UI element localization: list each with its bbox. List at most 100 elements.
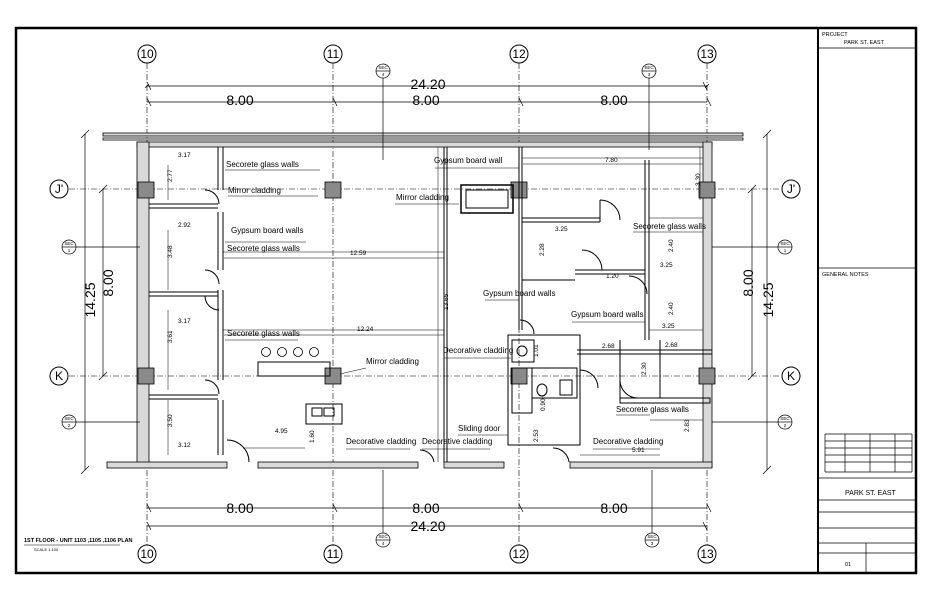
dim-2-68-b: 2.68 (665, 342, 678, 349)
dim-2-40-b: 2.40 (668, 302, 675, 315)
dim-left-span: 8.00 (100, 269, 116, 296)
section-sec-left-1: SEC (64, 241, 74, 246)
label-gypsum-board-top: Gypsum board wall (434, 156, 503, 165)
dim-span-bottom-2: 8.00 (412, 500, 439, 516)
section-sec-bottom-left: SEC (378, 534, 388, 539)
title-block-project-label: PROJECT (822, 32, 848, 38)
dim-span-bottom-1: 8.00 (226, 500, 253, 516)
label-decorative-cladding-1: Decorative cladding (443, 346, 513, 355)
dim-1-60: 1.60 (309, 430, 316, 443)
grid-label-top-10: 10 (140, 47, 154, 61)
section-sec-left-2: SEC (64, 416, 74, 421)
dim-total-top: 24.20 (410, 76, 445, 92)
grid-label-bottom-12: 12 (512, 547, 526, 561)
grid-label-right-K: K (787, 369, 795, 383)
dim-2-92: 2.92 (178, 222, 191, 229)
plan-title: 1ST FLOOR - UNIT 1103 ,1105 ,1106 PLAN (24, 538, 133, 544)
label-mirror-cladding-2: Mirror cladding (396, 193, 449, 202)
label-secorete-glass-1: Secorete glass walls (226, 160, 299, 169)
section-num-bottom-right: 3 (651, 541, 654, 546)
dim-left-total: 14.25 (82, 282, 98, 317)
section-num-right-2: 2 (784, 423, 787, 428)
section-markers (61, 63, 793, 548)
label-decorative-cladding-3: Decorative cladding (422, 437, 492, 446)
dim-3-17-b: 3.17 (178, 318, 191, 325)
section-sec-right-2: SEC (780, 416, 790, 421)
dim-2-40-a: 2.40 (668, 239, 675, 252)
dim-3-25-b: 3.25 (660, 262, 673, 269)
label-mirror-cladding-1: Mirror cladding (228, 186, 281, 195)
dim-3-61: 3.61 (167, 330, 174, 343)
exterior-walls (102, 132, 744, 469)
label-secorete-glass-right: Secorete glass walls (633, 222, 706, 231)
dim-12-59: 12.59 (350, 250, 367, 257)
section-num-left-2: 2 (68, 423, 71, 428)
dim-2-28: 2.28 (539, 243, 546, 256)
section-sec-right-1: SEC (780, 241, 790, 246)
dim-3-25-a: 3.25 (555, 226, 568, 233)
grid-label-bottom-11: 11 (327, 547, 340, 561)
label-decorative-cladding-4: Decorative cladding (593, 437, 663, 446)
section-num-right-1: 1 (784, 248, 787, 253)
dim-2-77: 2.77 (167, 169, 174, 182)
dim-span-top-3: 8.00 (600, 92, 627, 108)
dim-0-90: 0.90 (540, 398, 547, 411)
dim-span-bottom-3: 8.00 (600, 500, 627, 516)
grid-label-right-J: J' (787, 182, 795, 196)
dim-3-12: 3.12 (178, 442, 191, 449)
dim-13-65: 13.65 (443, 293, 450, 310)
dim-span-top-1: 8.00 (226, 92, 253, 108)
glass-wall-lines (223, 157, 703, 421)
dim-total-bottom: 24.20 (410, 518, 445, 534)
dim-2-68-a: 2.68 (602, 343, 615, 350)
label-secorete-glass-4: Secorete glass walls (616, 405, 689, 414)
label-sliding-door: Sliding door (458, 424, 501, 433)
grid-label-bottom-13: 13 (700, 547, 714, 561)
title-block-sheet-no: 01 (845, 562, 851, 568)
dim-5-91: 5.91 (632, 447, 645, 454)
plan-scale: SCALE 1:100 (34, 547, 59, 552)
grid-label-top-12: 12 (512, 47, 526, 61)
section-num-bottom-left: 4 (382, 541, 385, 546)
dim-7-80: 7.80 (605, 157, 618, 164)
label-secorete-glass-3: Secorete glass walls (227, 329, 300, 338)
dim-3-30: 3.30 (695, 173, 702, 186)
title-block-notes-label: GENERAL NOTES (822, 272, 869, 278)
section-num-left-1: 1 (68, 248, 71, 253)
label-mirror-cladding-3: Mirror cladding (366, 357, 419, 366)
sheet-border (14, 26, 918, 575)
label-gypsum-board-left: Gypsum board walls (231, 226, 303, 235)
grid-label-bottom-10: 10 (140, 547, 154, 561)
dimensions-top (147, 81, 712, 107)
label-secorete-glass-2: Secorete glass walls (227, 244, 300, 253)
section-sec-top-right: SEC (644, 65, 654, 70)
dimensions-left (80, 129, 108, 475)
grid-label-top-13: 13 (700, 47, 714, 61)
meeting-chairs (261, 347, 319, 357)
dim-1-20: 1.20 (606, 273, 619, 280)
dim-2-83: 2.83 (684, 419, 691, 432)
dimensions-right (747, 129, 772, 475)
dim-right-total: 14.25 (760, 282, 776, 317)
label-decorative-cladding-2: Decorative cladding (346, 437, 416, 446)
dim-span-top-2: 8.00 (412, 92, 439, 108)
dim-3-25-c: 3.25 (662, 323, 675, 330)
section-num-top-right: 3 (648, 72, 651, 77)
structural-columns (137, 181, 716, 385)
title-block-project-name: PARK ST. EAST (844, 40, 885, 46)
dim-right-span: 8.00 (740, 269, 756, 296)
leader-lines (225, 167, 703, 450)
dim-2-53: 2.53 (533, 429, 540, 442)
dimensions-bottom (146, 503, 712, 531)
dim-3-48: 3.48 (167, 245, 174, 258)
title-block (818, 47, 916, 573)
dim-3-17-a: 3.17 (178, 152, 191, 159)
grid-label-left-J: J' (55, 182, 63, 196)
grid-label-left-K: K (55, 369, 63, 383)
section-sec-top-left: SEC (378, 65, 388, 70)
interior-dim-lines (167, 147, 703, 462)
interior-walls (149, 147, 712, 463)
grid-label-top-11: 11 (327, 47, 340, 61)
dim-12-24: 12.24 (357, 326, 374, 333)
